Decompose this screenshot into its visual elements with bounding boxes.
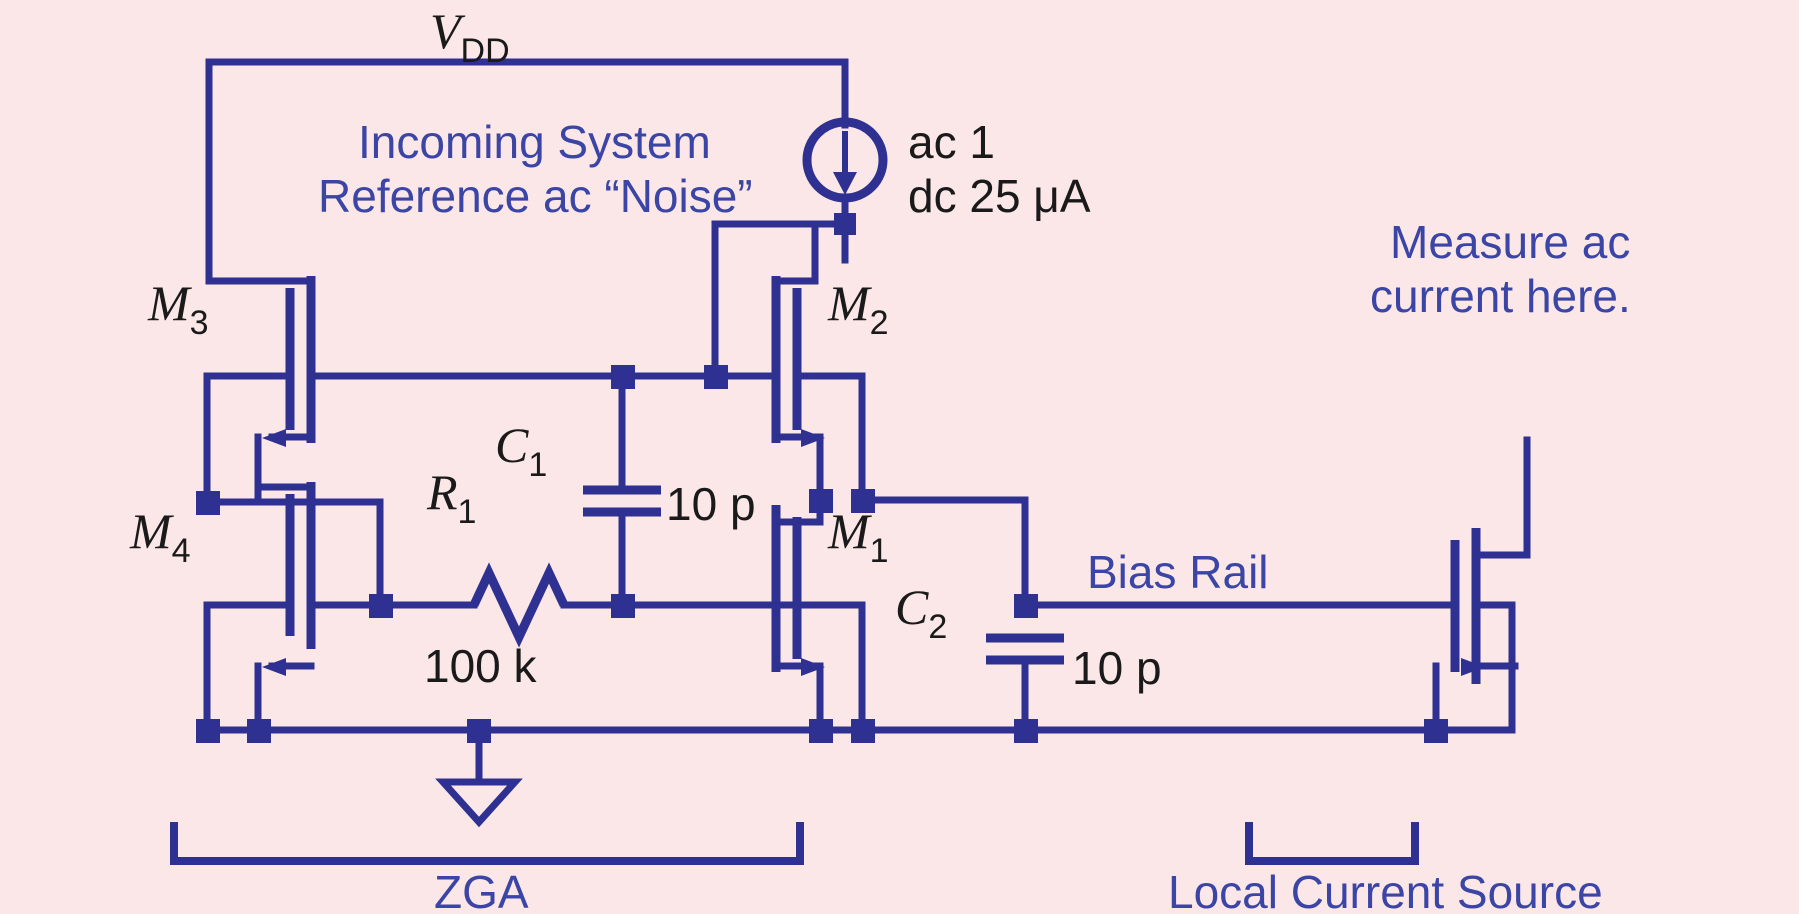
m3-bulk-arrow (262, 429, 286, 447)
m2-gate-feedback-net (711, 220, 849, 380)
lcs-bulk-arrow (1461, 658, 1485, 676)
c2-label: C2 (895, 579, 947, 646)
node-dot-m1-gate-gnd (851, 719, 875, 743)
node-dot-m4-source-gnd (247, 719, 271, 743)
c1-value-label: 10 p (666, 478, 756, 530)
source-ac-value-label: ac 1 (908, 116, 995, 168)
ground-symbol (435, 726, 523, 828)
m1-bulk-arrow (801, 658, 825, 676)
m2-bulk-arrow (801, 429, 825, 447)
measure-ac-label-line2: current here. (1370, 270, 1631, 322)
transistor-m1 (771, 505, 866, 734)
ground-rail-net (196, 719, 1516, 743)
zga-bracket (170, 822, 804, 865)
current-source-arrow-head (833, 172, 857, 195)
m1-label: M1 (827, 503, 889, 570)
source-dc-value-label: dc 25 μA (908, 170, 1091, 222)
r1-label: R1 (426, 464, 476, 531)
transistor-local-current-source (1424, 436, 1531, 743)
capacitor-c1 (583, 365, 794, 618)
node-dot-m2-gate (704, 365, 728, 389)
ground-triangle-icon (435, 778, 523, 828)
c2-value-label: 10 p (1072, 642, 1162, 694)
m3-label: M3 (147, 275, 209, 342)
zga-label: ZGA (434, 866, 529, 914)
bias-rail-label: Bias Rail (1087, 546, 1269, 598)
r1-zigzag (469, 562, 569, 648)
node-dot-m4-gnd-left (196, 719, 220, 743)
transistor-m4 (203, 482, 478, 734)
node-dot-c1-top (611, 365, 635, 389)
measure-ac-label-line1: Measure ac (1390, 216, 1630, 268)
incoming-system-label-line2: Reference ac “Noise” (318, 170, 753, 222)
vdd-rail-net (205, 58, 849, 285)
m4-label: M4 (129, 503, 191, 570)
bias-takeoff-net (772, 496, 1029, 609)
lcs-bracket-shape (1245, 822, 1419, 865)
m2-label: M2 (827, 275, 889, 342)
transistor-m3 (203, 276, 648, 506)
vdd-label: VDD (430, 3, 510, 70)
capacitor-c2 (986, 594, 1064, 743)
c1-label: C1 (495, 417, 547, 484)
r1-value-label: 100 k (424, 640, 538, 692)
local-current-source-label: Local Current Source (1168, 866, 1603, 914)
transistor-m2 (640, 220, 875, 513)
zga-bracket-shape (170, 822, 804, 865)
resistor-r1 (436, 562, 626, 648)
local-current-source-bracket (1245, 822, 1419, 865)
node-dot-m1-source-gnd (809, 719, 833, 743)
incoming-system-label-line1: Incoming System (358, 116, 711, 168)
m4-bulk-arrow (262, 658, 286, 676)
